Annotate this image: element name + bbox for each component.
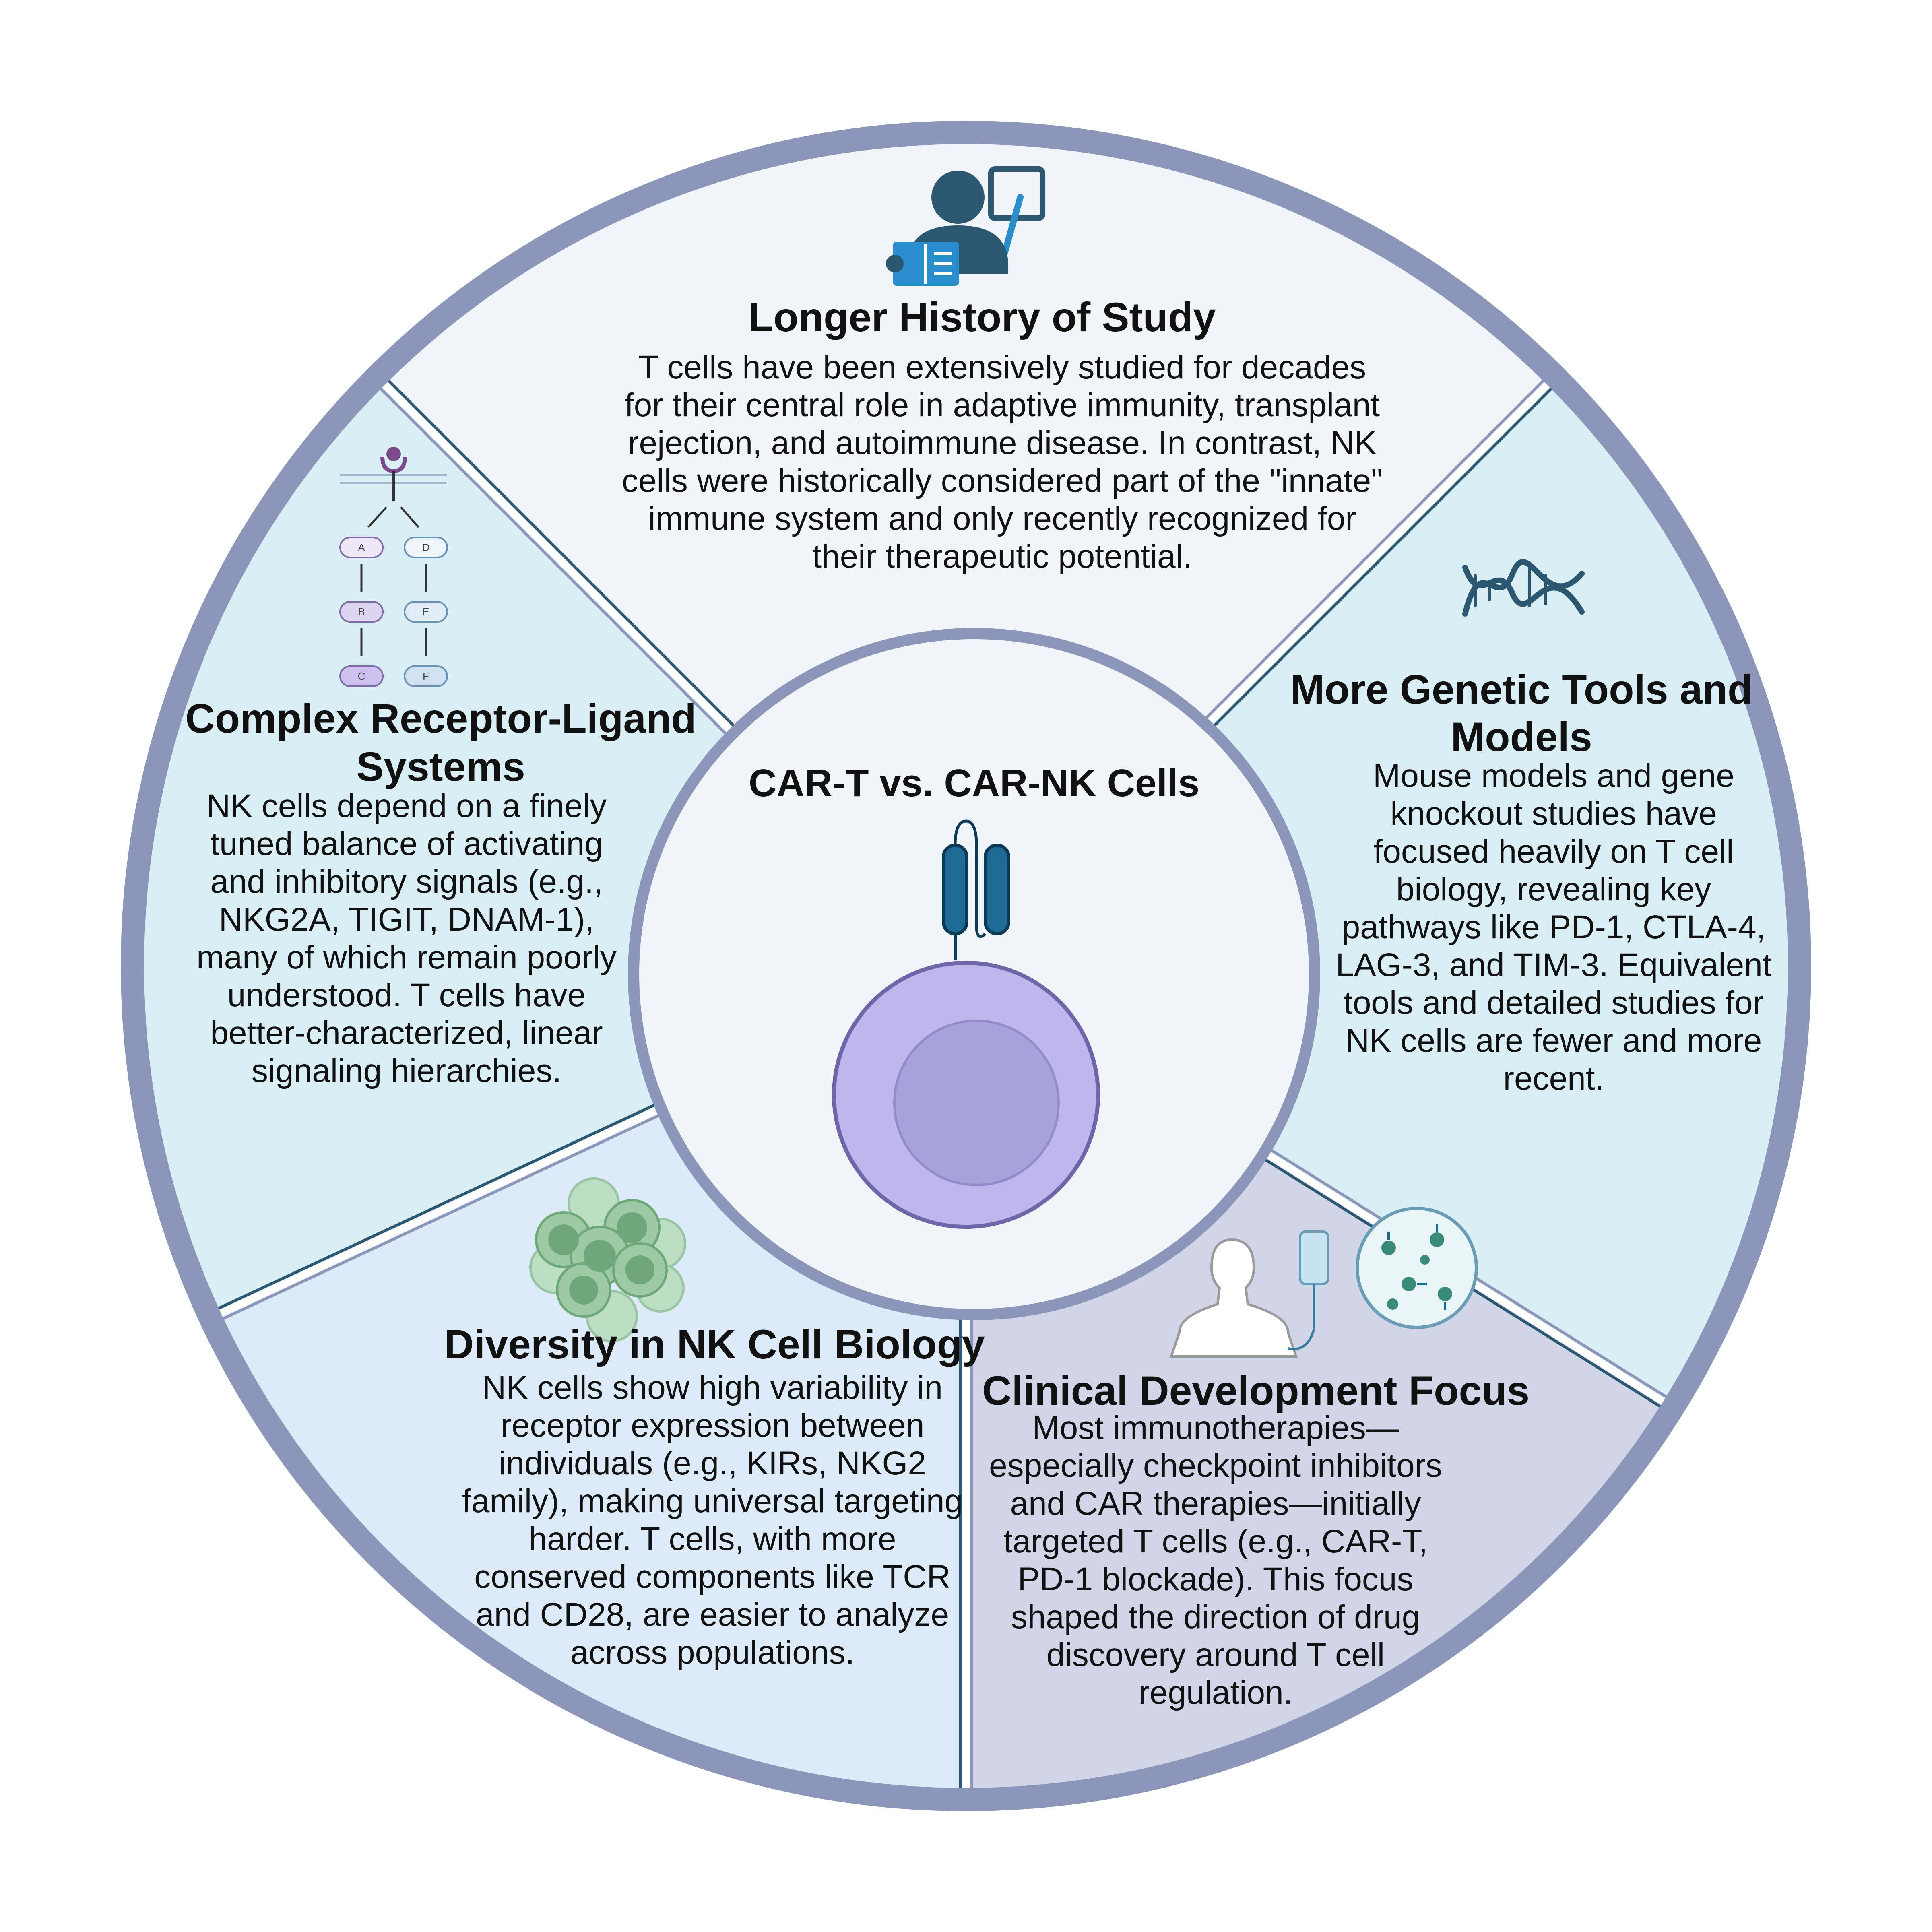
text-line: Mouse models and gene — [1373, 758, 1734, 794]
teacher-icon — [886, 166, 1045, 286]
text-line: recent. — [1503, 1060, 1604, 1097]
text-line: harder. T cells, with more — [528, 1521, 896, 1557]
divider-line — [380, 388, 730, 738]
text-line: across populations. — [570, 1634, 855, 1671]
text-line: tuned balance of activating — [210, 826, 603, 862]
text-line: and CD28, are easier to analyze — [476, 1596, 949, 1633]
text-line: Models — [1451, 714, 1592, 760]
text-line: for their central role in adaptive immun… — [625, 387, 1380, 423]
text-line: NKG2A, TIGIT, DNAM-1), — [219, 901, 594, 938]
cell-nucleus — [893, 1020, 1060, 1186]
dna-icon — [1462, 559, 1585, 617]
flow-node-d: D — [422, 541, 430, 553]
divider-line — [223, 1109, 670, 1320]
divider-line — [218, 1099, 665, 1310]
clinical-body: Most immunotherapies—especially checkpoi… — [989, 1410, 1442, 1711]
text-line: NK cells depend on a finely — [206, 788, 607, 824]
patient-infusion-icon — [1169, 1207, 1478, 1358]
text-line: and CAR therapies—initially — [1010, 1485, 1421, 1522]
text-line: biology, revealing key — [1396, 871, 1711, 908]
history-body: T cells have been extensively studied fo… — [622, 349, 1383, 575]
text-line: individuals (e.g., KIRs, NKG2 — [499, 1445, 926, 1482]
text-line: knockout studies have — [1390, 795, 1717, 832]
text-line: family), making universal targeting — [462, 1483, 963, 1519]
text-line: signaling hierarchies. — [252, 1053, 561, 1089]
text-line: targeted T cells (e.g., CAR-T, — [1003, 1523, 1428, 1560]
text-line: NK cells show high variability in — [482, 1369, 943, 1406]
text-line: receptor expression between — [501, 1407, 925, 1444]
clinical-title: Clinical Development Focus — [982, 1368, 1530, 1414]
center-title: CAR-T vs. CAR-NK Cells — [749, 762, 1199, 805]
text-line: better-characterized, linear — [210, 1015, 603, 1051]
text-line: tools and detailed studies for — [1344, 985, 1764, 1021]
text-line: immune system and only recently recogniz… — [648, 500, 1356, 537]
text-line: Systems — [356, 744, 525, 790]
divider-line — [388, 380, 738, 730]
flow-node-c: C — [358, 670, 365, 682]
diversity-title: Diversity in NK Cell Biology — [444, 1321, 985, 1367]
flow-node-b: B — [358, 606, 365, 618]
text-line: understood. T cells have — [227, 977, 586, 1013]
text-line: Most immunotherapies— — [1032, 1410, 1399, 1446]
divider-gap — [382, 382, 735, 735]
divider-gap — [1197, 382, 1550, 735]
text-line: focused heavily on T cell — [1374, 833, 1734, 870]
history-title: Longer History of Study — [748, 294, 1216, 340]
text-line: and inhibitory signals (e.g., — [210, 863, 603, 900]
divider-gap — [219, 1102, 669, 1317]
car-receptor-icon — [942, 819, 1010, 960]
text-line: discovery around T cell — [1046, 1637, 1385, 1673]
text-line: LAG-3, and TIM-3. Equivalent — [1335, 947, 1771, 983]
divider-line — [1202, 388, 1552, 738]
signaling-pathway-icon: A B C D E F — [339, 447, 448, 687]
flow-node-f: F — [423, 670, 429, 682]
text-line: many of which remain poorly — [196, 939, 617, 976]
history-segment — [385, 144, 1547, 966]
cell-cluster-icon — [529, 1177, 686, 1342]
divider-line — [1194, 380, 1544, 730]
text-line: conserved components like TCR — [474, 1558, 950, 1595]
text-line: rejection, and autoimmune disease. In co… — [628, 425, 1377, 461]
text-line: regulation. — [1139, 1674, 1293, 1711]
text-line: cells were historically considered part … — [622, 462, 1383, 499]
flow-node-a: A — [358, 541, 365, 553]
genetic-segment — [966, 385, 1788, 1402]
flow-node-e: E — [422, 606, 429, 618]
text-line: pathways like PD-1, CTLA-4, — [1342, 909, 1766, 945]
text-line: Complex Receptor-Ligand — [185, 696, 696, 741]
text-line: T cells have been extensively studied fo… — [638, 349, 1366, 386]
text-line: especially checkpoint inhibitors — [989, 1447, 1442, 1484]
text-line: More Genetic Tools and — [1290, 667, 1753, 712]
text-line: NK cells are fewer and more — [1346, 1022, 1762, 1059]
text-line: their therapeutic potential. — [812, 538, 1192, 575]
text-line: PD-1 blockade). This focus — [1018, 1561, 1414, 1598]
text-line: shaped the direction of drug — [1011, 1599, 1420, 1635]
